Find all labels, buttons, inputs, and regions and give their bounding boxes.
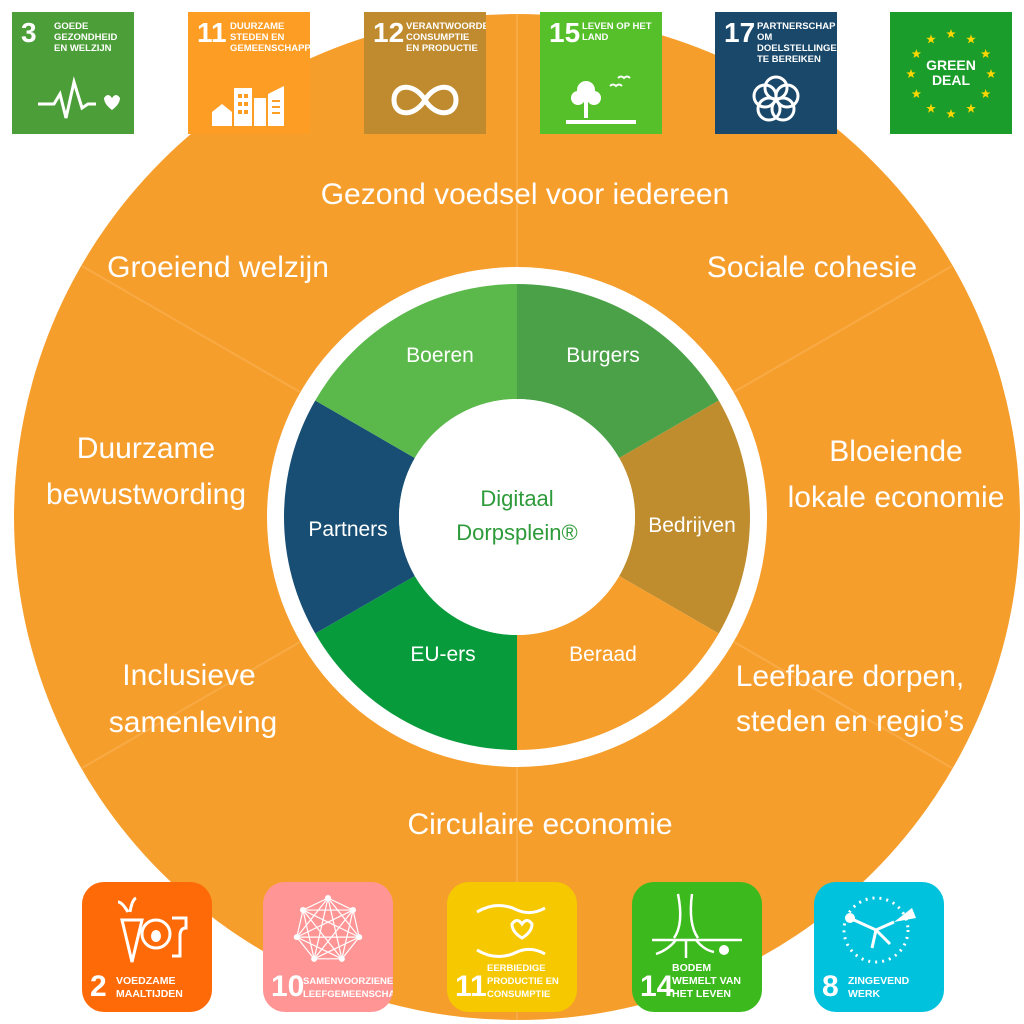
tile-number: 12 (373, 17, 405, 48)
ring-label-groeiend-welzijn: Groeiend welzijn (107, 251, 329, 284)
sdg-tile-17: 17 Partnerschap om doelstellingen te ber… (715, 12, 837, 134)
eu-stars-icon (906, 29, 996, 119)
city-icon (188, 68, 310, 130)
goal-tile-14: 14 Bodem wemelt van het leven (632, 882, 762, 1012)
segment-label-partners: Partners (308, 518, 387, 541)
star-icon (926, 103, 936, 113)
tile-number: 11 (197, 17, 227, 48)
tile-label: Goede gezondheid en welzijn (54, 21, 118, 54)
goal-label: Eerbiedige productie en consumptie (487, 963, 559, 1000)
sdg-tile-11: 11 Duurzame steden en gemeenschappen (188, 12, 310, 134)
green-deal-line1: GREEN (926, 57, 976, 73)
star-icon (946, 29, 956, 39)
green-deal-label: GREEN DEAL (890, 58, 1012, 88)
sdg-tile-15: 15 Leven op het land (540, 12, 662, 134)
goal-number: 8 (822, 970, 839, 1003)
segment-label-beraad: Beraad (569, 643, 637, 666)
segment-beraad (517, 576, 719, 750)
tile-number: 15 (549, 17, 581, 48)
goal-number: 14 (640, 970, 674, 1003)
segments (284, 284, 750, 750)
tile-label: Duurzame steden en gemeenschappen (230, 21, 310, 54)
segment-label-burgers: Burgers (566, 344, 640, 367)
tile-label: Verantwoorde consumptie en productie (406, 21, 486, 54)
network-icon (273, 890, 383, 970)
segment-label-boeren: Boeren (406, 344, 474, 367)
star-icon (966, 103, 976, 113)
flying-person-icon (824, 890, 934, 970)
goal-label: Zingevend werk (848, 975, 910, 1000)
ring-label-gezond-voedsel: Gezond voedsel voor iedereen (321, 178, 730, 211)
soil-roots-icon (642, 890, 752, 970)
star-icon (926, 34, 936, 44)
ring-label-circulaire-economie: Circulaire economie (407, 808, 672, 841)
center-disc (399, 399, 635, 635)
star-icon (980, 89, 991, 99)
segment-label-bedrijven: Bedrijven (648, 514, 736, 537)
goal-number: 2 (90, 970, 107, 1003)
goal-number: 11 (455, 970, 487, 1003)
segment-burgers (517, 284, 719, 458)
tree-icon (540, 68, 662, 130)
infinity-icon (364, 68, 486, 130)
star-icon (966, 34, 976, 44)
center-title-line1: Digitaal (480, 486, 553, 511)
ring-label-bloeiende-1: Bloeiende (829, 435, 962, 468)
ring-label-inclusieve-2: samenleving (109, 706, 277, 739)
goal-tile-2: 2 Voedzame maaltijden (82, 882, 212, 1012)
flower-icon (715, 68, 837, 130)
ring-label-duurzame-1: Duurzame (77, 432, 215, 465)
ring-label-leefbare-1: Leefbare dorpen, (736, 660, 965, 693)
ring-label-bloeiende-2: lokale economie (788, 481, 1005, 514)
star-icon (906, 69, 916, 79)
tile-number: 17 (724, 17, 756, 48)
hands-heart-icon (457, 890, 567, 970)
star-icon (911, 89, 922, 99)
segment-eu-ers (315, 576, 517, 750)
ring-label-inclusieve-1: Inclusieve (122, 659, 255, 692)
star-icon (980, 49, 991, 59)
goal-number: 10 (271, 970, 305, 1003)
star-icon (911, 49, 922, 59)
sdg-tile-12: 12 Verantwoorde consumptie en productie (364, 12, 486, 134)
food-icon (92, 890, 202, 970)
ring-label-duurzame-2: bewustwording (46, 478, 246, 511)
segment-bedrijven (619, 400, 750, 634)
center-title-line2: Dorpsplein® (456, 520, 577, 545)
goal-label: Samenvoorzienende leefgemeenschappen (303, 976, 393, 1000)
heartbeat-icon (12, 68, 134, 130)
green-deal-tile: GREEN DEAL (890, 12, 1012, 134)
star-icon (946, 109, 956, 119)
ring-label-leefbare-2: steden en regio’s (736, 705, 964, 738)
goal-tile-10: 10 Samenvoorzienende leefgemeenschappen (263, 882, 393, 1012)
ring-label-sociale-cohesie: Sociale cohesie (707, 251, 917, 284)
sdg-tile-3: 3 Goede gezondheid en welzijn (12, 12, 134, 134)
segment-partners (284, 400, 415, 634)
segment-boeren (315, 284, 517, 458)
tile-label: Leven op het land (582, 21, 652, 43)
tile-label: Partnerschap om doelstellingen te bereik… (757, 21, 837, 65)
segment-label-eu-ers: EU-ers (410, 643, 475, 666)
goal-label: Voedzame maaltijden (116, 975, 183, 1000)
star-icon (986, 69, 996, 79)
goal-tile-8: 8 Zingevend werk (814, 882, 944, 1012)
tile-number: 3 (21, 17, 37, 48)
green-deal-line2: DEAL (931, 72, 971, 88)
goal-tile-11: 11 Eerbiedige productie en consumptie (447, 882, 577, 1012)
goal-label: Bodem wemelt van het leven (672, 962, 742, 1000)
